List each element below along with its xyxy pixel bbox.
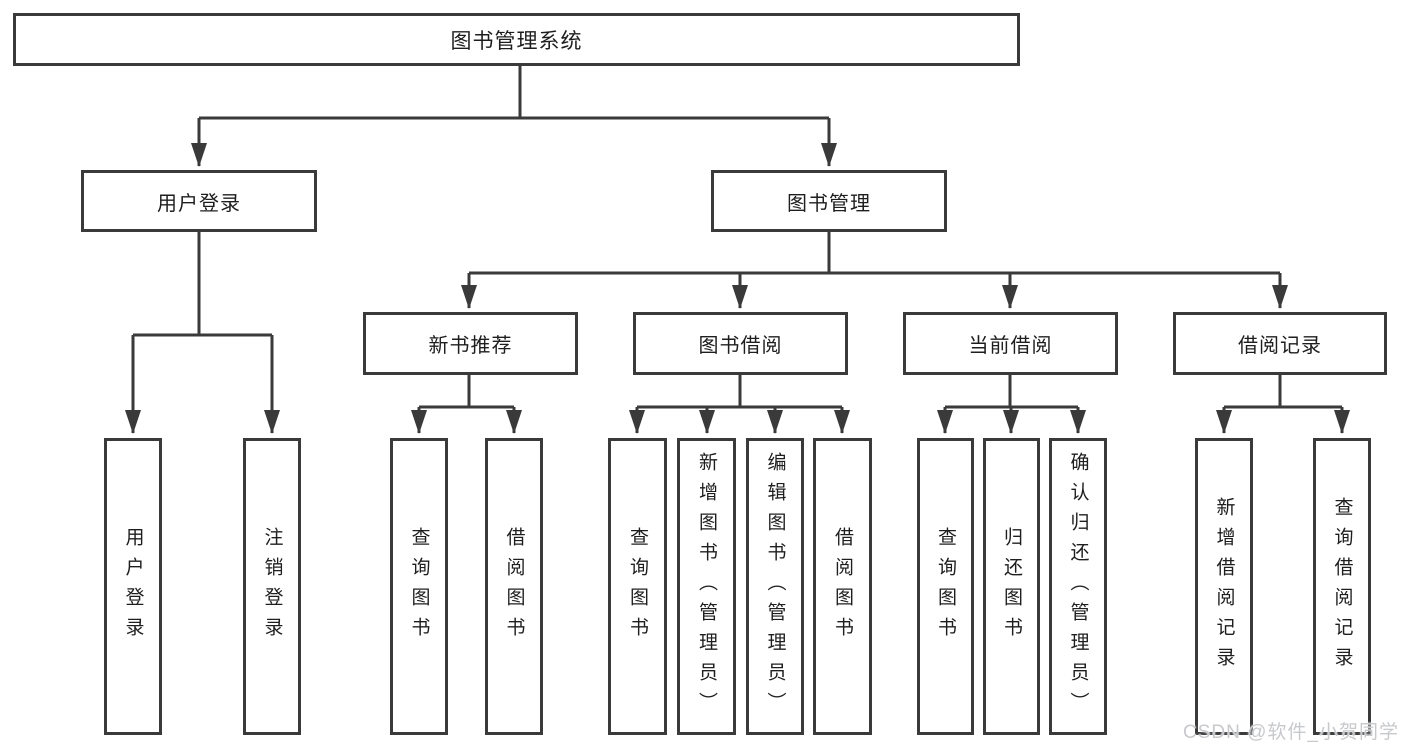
- leaf-user-login: 用户登录: [104, 438, 162, 735]
- node-current-borrow: 当前借阅: [903, 312, 1118, 375]
- leaf-query-books-2: 查询图书: [608, 438, 667, 735]
- leaf-add-borrow-record: 新增借阅记录: [1195, 438, 1253, 735]
- leaf-return-books: 归还图书: [983, 438, 1040, 735]
- leaf-logout: 注销登录: [243, 438, 301, 735]
- node-borrow-records: 借阅记录: [1173, 312, 1387, 375]
- node-book-borrow: 图书借阅: [633, 312, 848, 375]
- leaf-confirm-return-admin: 确认归还（管理员）: [1049, 438, 1107, 735]
- node-user-login: 用户登录: [81, 170, 317, 232]
- watermark: CSDN @软件_小贺同学: [1183, 722, 1399, 743]
- node-new-book-recommend: 新书推荐: [363, 312, 578, 375]
- leaf-query-books-1: 查询图书: [390, 438, 448, 735]
- node-book-management: 图书管理: [711, 170, 947, 232]
- leaf-query-borrow-record: 查询借阅记录: [1313, 438, 1371, 735]
- leaf-query-books-3: 查询图书: [917, 438, 974, 735]
- node-root: 图书管理系统: [13, 13, 1020, 66]
- leaf-borrow-books-1: 借阅图书: [485, 438, 543, 735]
- leaf-add-books-admin: 新增图书（管理员）: [677, 438, 736, 735]
- leaf-borrow-books-2: 借阅图书: [813, 438, 872, 735]
- leaf-edit-books-admin: 编辑图书（管理员）: [746, 438, 804, 735]
